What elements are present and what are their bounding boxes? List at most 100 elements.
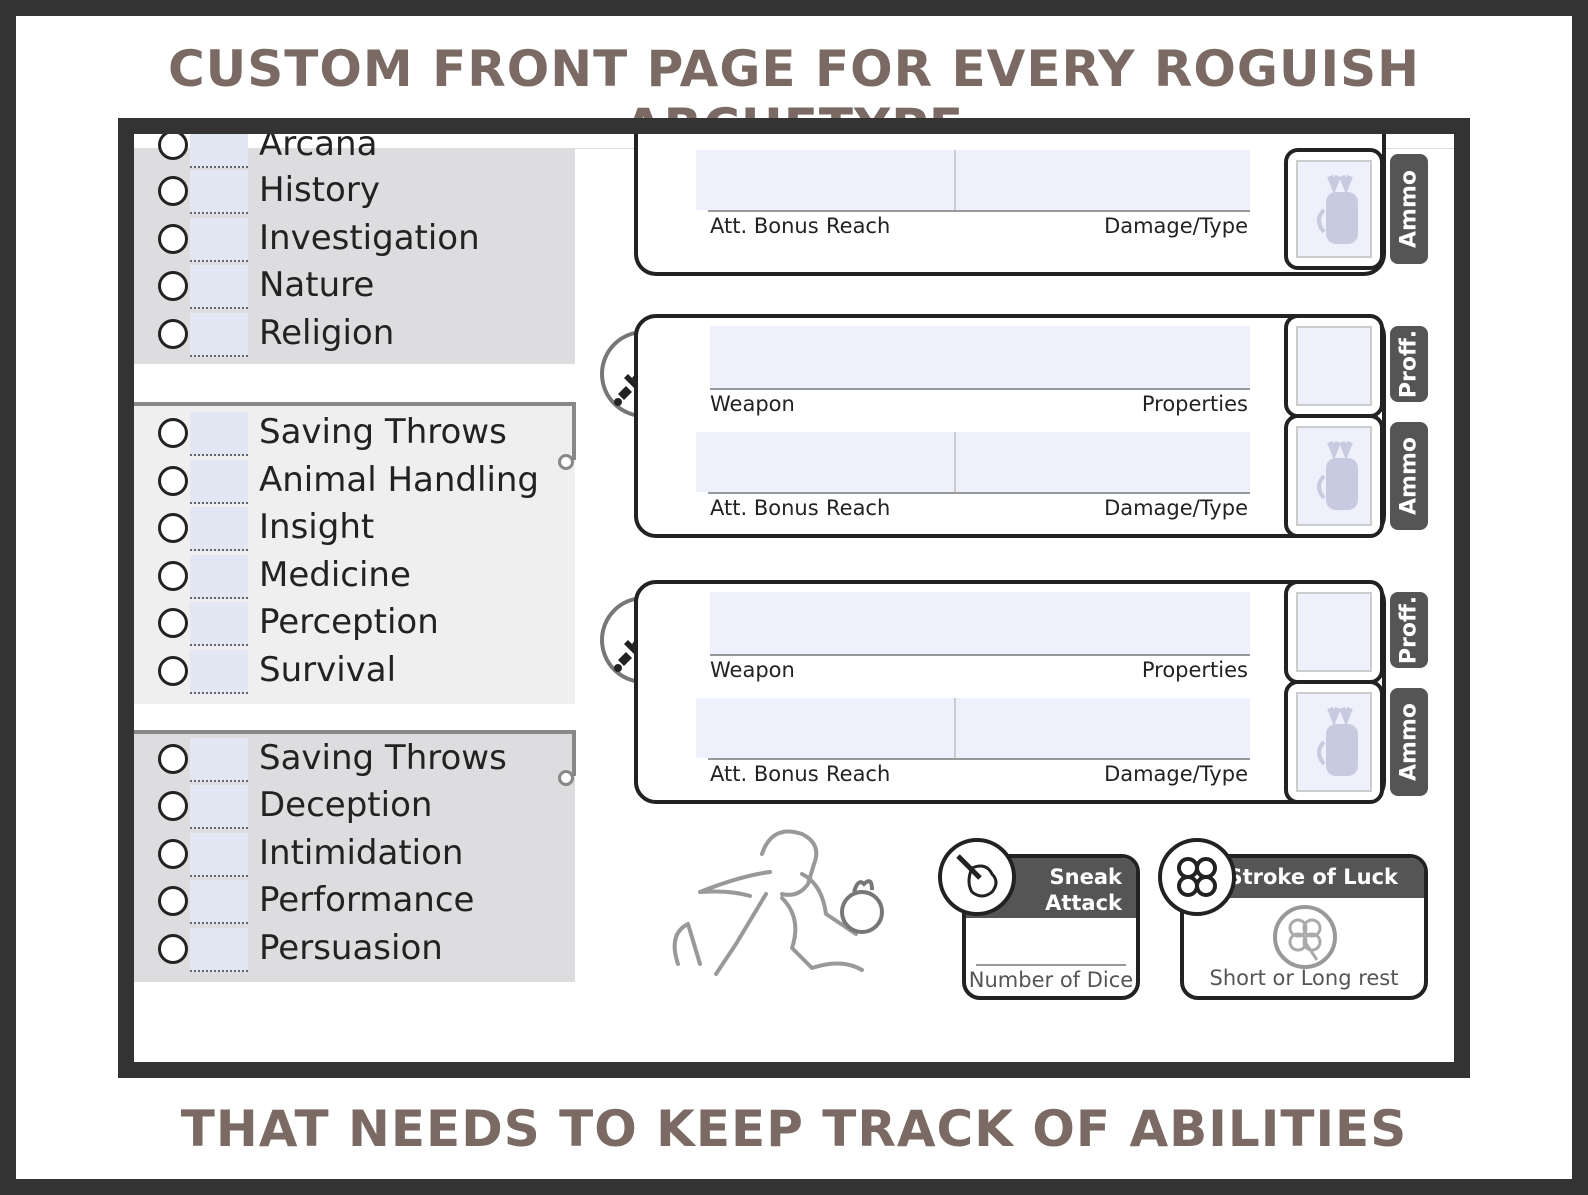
skill-modifier-box[interactable] — [190, 833, 248, 877]
skill-modifier-box[interactable] — [190, 265, 248, 309]
field-underline — [708, 210, 1250, 212]
tab-ammo-2[interactable]: Ammo — [1390, 422, 1428, 530]
stroke-of-luck-box: Stroke of Luck Short or Long rest — [1180, 854, 1428, 1000]
damage-type-label: Damage/Type — [1104, 762, 1248, 786]
skill-modifier-box[interactable] — [190, 412, 248, 456]
sneak-attack-title-line2: Attack — [1045, 891, 1122, 915]
ammo-box-3[interactable] — [1284, 680, 1384, 804]
skill-row-religion[interactable]: Religion — [134, 311, 575, 359]
skill-modifier-box[interactable] — [190, 650, 248, 694]
skill-row-deception[interactable]: Deception — [134, 783, 575, 831]
proficiency-circle[interactable] — [158, 224, 188, 254]
proficiency-circle[interactable] — [158, 886, 188, 916]
four-leaf-clover-icon — [1158, 838, 1236, 916]
skill-modifier-box[interactable] — [190, 602, 248, 646]
proficiency-circle[interactable] — [158, 176, 188, 206]
skill-label: Persuasion — [259, 928, 443, 968]
character-sheet: Arcana History Investigation Nature Reli… — [134, 134, 1454, 1062]
tab-proficiency-2[interactable]: Proff. — [1390, 326, 1428, 402]
attack-fields[interactable] — [696, 150, 1250, 210]
tab-ammo-3[interactable]: Ammo — [1390, 688, 1428, 796]
weapon-block-2: Weapon Properties Att. Bonus Reach Damag… — [634, 314, 1386, 538]
proficiency-box-2[interactable] — [1284, 314, 1384, 418]
proficiency-circle[interactable] — [158, 513, 188, 543]
skill-row-persuasion[interactable]: Persuasion — [134, 926, 575, 974]
skill-row-wisdom-saving-throws[interactable]: Saving Throws — [134, 410, 575, 458]
skill-row-survival[interactable]: Survival — [134, 648, 575, 696]
weapon-label: Weapon — [710, 658, 795, 682]
skill-modifier-box[interactable] — [190, 170, 248, 214]
ammo-field[interactable] — [1296, 692, 1372, 792]
skill-modifier-box[interactable] — [190, 555, 248, 599]
proficiency-circle[interactable] — [158, 744, 188, 774]
skill-modifier-box[interactable] — [190, 313, 248, 357]
weapon-label: Weapon — [710, 392, 795, 416]
proficiency-field[interactable] — [1296, 326, 1372, 406]
number-of-dice-field[interactable] — [976, 924, 1126, 966]
weapon-name-field[interactable] — [710, 326, 1250, 388]
skill-label: Arcana — [259, 134, 378, 164]
short-or-long-rest-label: Short or Long rest — [1209, 966, 1399, 990]
tab-ammo-label: Ammo — [1396, 703, 1422, 781]
attack-fields[interactable] — [696, 432, 1250, 492]
skill-modifier-box[interactable] — [190, 507, 248, 551]
attack-fields[interactable] — [696, 698, 1250, 758]
ammo-field[interactable] — [1296, 160, 1372, 258]
skill-label: Perception — [259, 602, 439, 642]
skill-modifier-box[interactable] — [190, 785, 248, 829]
skill-row-animal-handling[interactable]: Animal Handling — [134, 458, 575, 506]
reach-label: Reach — [826, 762, 891, 786]
proficiency-circle[interactable] — [158, 608, 188, 638]
weapon-block-3: Weapon Properties Att. Bonus Reach Damag… — [634, 580, 1386, 804]
tab-proficiency-3[interactable]: Proff. — [1390, 592, 1428, 668]
number-of-dice-label: Number of Dice — [968, 968, 1134, 992]
skill-label: Saving Throws — [259, 738, 507, 778]
skill-row-history[interactable]: History — [134, 168, 575, 216]
skill-label: Investigation — [259, 218, 480, 258]
skill-row-nature[interactable]: Nature — [134, 263, 575, 311]
skill-modifier-box[interactable] — [190, 928, 248, 972]
proficiency-circle[interactable] — [158, 839, 188, 869]
proficiency-circle[interactable] — [158, 319, 188, 349]
proficiency-circle[interactable] — [158, 656, 188, 686]
skill-row-medicine[interactable]: Medicine — [134, 553, 575, 601]
skills-panel-intelligence: Arcana History Investigation Nature Reli… — [134, 134, 575, 364]
skill-row-charisma-saving-throws[interactable]: Saving Throws — [134, 736, 575, 784]
skill-modifier-box[interactable] — [190, 880, 248, 924]
ammo-box-2[interactable] — [1284, 414, 1384, 538]
proficiency-circle[interactable] — [158, 561, 188, 591]
ammo-field[interactable] — [1296, 426, 1372, 526]
skill-modifier-box[interactable] — [190, 460, 248, 504]
skill-modifier-box[interactable] — [190, 738, 248, 782]
skill-modifier-box[interactable] — [190, 134, 248, 168]
proficiency-box-3[interactable] — [1284, 580, 1384, 684]
skill-row-intimidation[interactable]: Intimidation — [134, 831, 575, 879]
proficiency-circle[interactable] — [158, 134, 188, 160]
clover-icon[interactable] — [1270, 902, 1340, 972]
skill-row-insight[interactable]: Insight — [134, 505, 575, 553]
sneak-attack-title-line1: Sneak — [1049, 865, 1122, 889]
proficiency-field[interactable] — [1296, 592, 1372, 672]
ammo-box-1[interactable] — [1284, 148, 1384, 270]
skill-row-performance[interactable]: Performance — [134, 878, 575, 926]
skill-label: Animal Handling — [259, 460, 540, 500]
character-sheet-frame: Arcana History Investigation Nature Reli… — [118, 118, 1470, 1078]
quiver-icon — [1317, 174, 1358, 244]
skill-row-arcana[interactable]: Arcana — [134, 134, 575, 170]
skill-label: Deception — [259, 785, 433, 825]
skill-modifier-box[interactable] — [190, 218, 248, 262]
skill-row-investigation[interactable]: Investigation — [134, 216, 575, 264]
banner-bottom: THAT NEEDS TO KEEP TRACK OF ABILITIES — [180, 1100, 1408, 1158]
tab-ammo-1[interactable]: Ammo — [1390, 154, 1428, 264]
weapon-name-field[interactable] — [710, 592, 1250, 654]
proficiency-circle[interactable] — [158, 271, 188, 301]
tab-proficiency-label: Proff. — [1396, 329, 1422, 399]
proficiency-circle[interactable] — [158, 791, 188, 821]
proficiency-circle[interactable] — [158, 418, 188, 448]
skill-label: Medicine — [259, 555, 411, 595]
skill-label: Intimidation — [259, 833, 464, 873]
proficiency-circle[interactable] — [158, 934, 188, 964]
proficiency-circle[interactable] — [158, 466, 188, 496]
field-underline — [710, 388, 1250, 390]
skill-row-perception[interactable]: Perception — [134, 600, 575, 648]
